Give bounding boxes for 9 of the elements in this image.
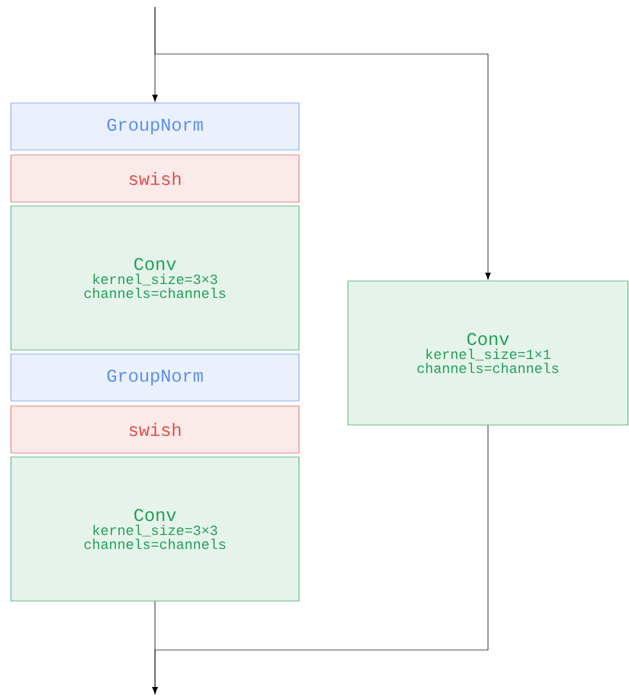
activation-box: swish — [10, 154, 300, 202]
arrow — [154, 6, 491, 280]
conv-box: Conv kernel_size=3×3 channels=channels — [10, 206, 300, 350]
norm-box: GroupNorm — [10, 102, 300, 150]
conv-box: Conv kernel_size=1×1 channels=channels — [348, 280, 628, 426]
activation-box: swish — [10, 406, 300, 454]
conv-box: Conv kernel_size=3×3 channels=channels — [10, 456, 300, 602]
norm-box: GroupNorm — [10, 354, 300, 402]
arrow — [152, 425, 488, 694]
